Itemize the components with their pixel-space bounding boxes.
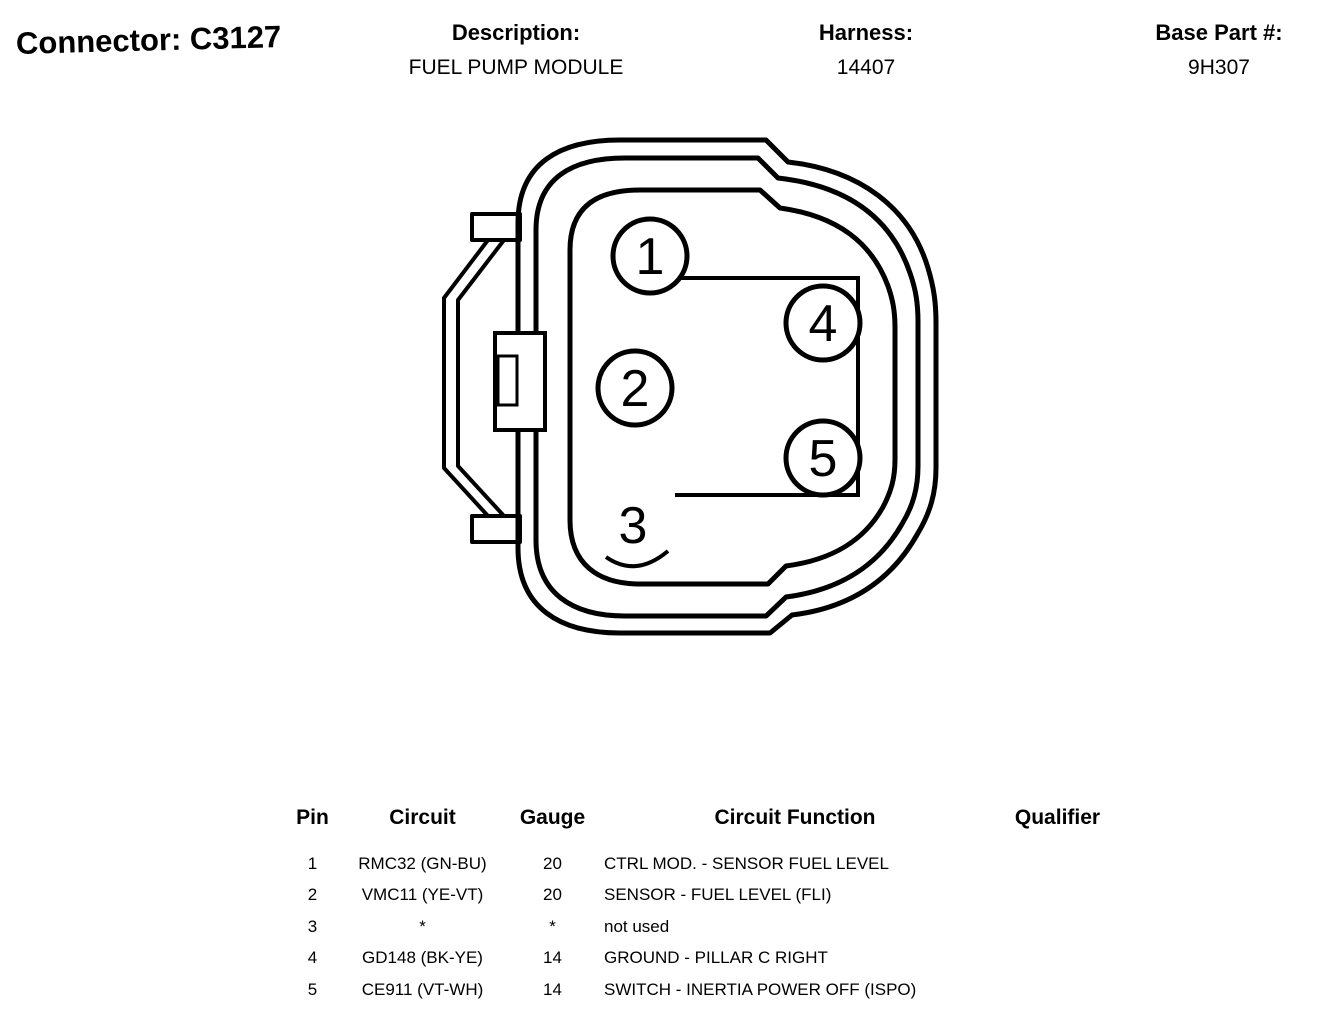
col-header-gauge: Gauge [519, 806, 586, 829]
base-part-block: Base Part #: 9H307 [1113, 20, 1325, 80]
pin-2-hole [595, 348, 675, 428]
harness-block: Harness: 14407 [766, 20, 966, 80]
cell-pin: 3 [307, 916, 318, 936]
table-row: 2 VMC11 (YE-VT) 20 SENSOR - FUEL LEVEL (… [285, 880, 1125, 912]
connector-title: Connector: C3127 [15, 19, 282, 61]
latch [493, 331, 547, 432]
description-value: FUEL PUMP MODULE [408, 56, 624, 79]
cell-pin: 4 [307, 948, 318, 968]
pin-3-number: 3 [619, 497, 648, 555]
pin-5-hole [783, 418, 863, 498]
cell-circuit: * [419, 916, 426, 936]
connector-face-diagram: 1 4 2 5 3 [442, 137, 939, 636]
pin-4-number: 4 [809, 295, 838, 353]
cell-gauge: 20 [543, 853, 562, 873]
base-part-value: 9H307 [1188, 56, 1250, 79]
cell-circuit: VMC11 (YE-VT) [361, 885, 484, 905]
table-row: 5 CE911 (VT-WH) 14 SWITCH - INERTIA POWE… [285, 974, 1125, 1006]
tab-inner-bracket [456, 238, 506, 518]
latch-inner-rect [496, 354, 519, 407]
cell-function: SENSOR - FUEL LEVEL (FLI) [604, 885, 832, 905]
connector-cavity-outline [567, 187, 898, 587]
keyway-outline [675, 276, 860, 497]
cell-function: CTRL MOD. - SENSOR FUEL LEVEL [604, 853, 889, 873]
harness-value: 14407 [836, 56, 896, 79]
cell-gauge: 14 [543, 948, 562, 968]
col-header-pin: Pin [296, 806, 329, 829]
table-row: 4 GD148 (BK-YE) 14 GROUND - PILLAR C RIG… [285, 943, 1125, 975]
pin-1-hole [610, 216, 690, 296]
pin-3-arc [604, 549, 670, 569]
pin-1-number: 1 [636, 228, 665, 286]
table-header-row: Pin Circuit Gauge Circuit Function Quali… [285, 806, 1125, 848]
pin-2-number: 2 [621, 360, 650, 418]
cell-pin: 2 [307, 885, 318, 905]
cell-circuit: CE911 (VT-WH) [361, 979, 484, 999]
base-part-label: Base Part #: [1155, 20, 1283, 45]
col-header-function: Circuit Function [714, 806, 876, 829]
description-block: Description: FUEL PUMP MODULE [366, 20, 666, 80]
cell-function: GROUND - PILLAR C RIGHT [604, 948, 828, 968]
col-header-qualifier: Qualifier [1014, 806, 1101, 829]
pin-4-hole [783, 283, 863, 363]
table-row: 3 * * not used [285, 911, 1125, 943]
cell-gauge: 14 [543, 979, 562, 999]
cell-circuit: GD148 (BK-YE) [362, 948, 483, 968]
cell-pin: 5 [307, 979, 318, 999]
tab-top-rect [470, 212, 522, 242]
tab-outer-bracket [442, 238, 490, 518]
description-label: Description: [451, 20, 581, 45]
cell-pin: 1 [307, 853, 318, 873]
table-row: 1 RMC32 (GN-BU) 20 CTRL MOD. - SENSOR FU… [285, 848, 1125, 880]
cell-gauge: * [549, 916, 556, 936]
cell-gauge: 20 [543, 885, 562, 905]
cell-function: SWITCH - INERTIA POWER OFF (ISPO) [604, 979, 917, 999]
pinout-table: Pin Circuit Gauge Circuit Function Quali… [285, 806, 1125, 1006]
pin-5-number: 5 [809, 430, 838, 488]
cell-circuit: RMC32 (GN-BU) [358, 853, 487, 873]
tab-bottom-rect [470, 514, 522, 544]
col-header-circuit: Circuit [389, 806, 456, 829]
harness-label: Harness: [818, 20, 914, 45]
connector-middle-outline [533, 155, 921, 619]
cell-function: not used [604, 916, 670, 936]
